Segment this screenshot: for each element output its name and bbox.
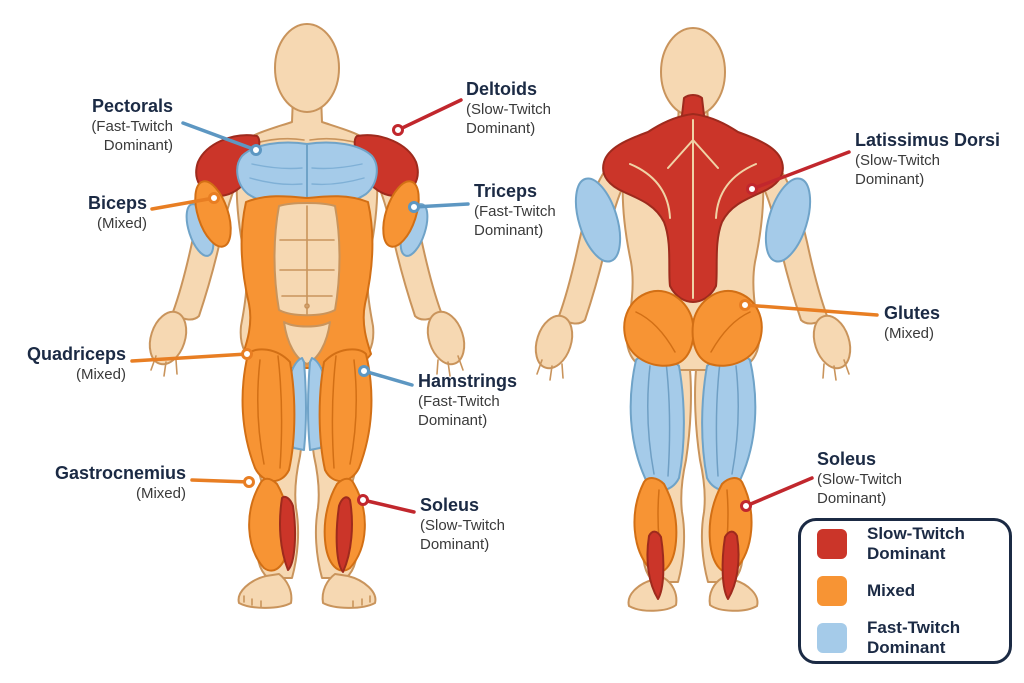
soleus-muscles-back bbox=[646, 530, 740, 600]
annotation-subtitle: (Mixed) bbox=[75, 366, 126, 383]
annotation-title: Gastrocnemius bbox=[54, 463, 186, 483]
annotation-subtitle: (Mixed) bbox=[884, 325, 935, 342]
annotation-biceps: Biceps (Mixed) bbox=[57, 193, 147, 233]
pectoral-muscles bbox=[236, 141, 378, 206]
abdomen-obliques bbox=[240, 195, 374, 370]
annotation-title: Deltoids bbox=[466, 79, 538, 99]
legend-swatch-slow-twitch bbox=[817, 529, 847, 559]
legend-item-slow-twitch: Slow-Twitch Dominant bbox=[817, 524, 993, 564]
back-body-illustration bbox=[534, 27, 858, 612]
annotation-triceps: Triceps (Fast-Twitch Dominant) bbox=[474, 181, 594, 240]
annotation-subtitle: (Slow-Twitch Dominant) bbox=[466, 101, 552, 137]
glute-muscles bbox=[623, 289, 763, 367]
annotation-subtitle: (Mixed) bbox=[96, 215, 147, 232]
annotation-subtitle: (Slow-Twitch Dominant) bbox=[817, 471, 903, 507]
annotation-title: Quadriceps bbox=[26, 344, 126, 364]
annotation-subtitle: (Fast-Twitch Dominant) bbox=[91, 118, 173, 154]
legend-swatch-fast-twitch bbox=[817, 623, 847, 653]
annotation-glutes: Glutes (Mixed) bbox=[884, 303, 984, 343]
annotation-subtitle: (Mixed) bbox=[135, 485, 186, 502]
annotation-subtitle: (Fast-Twitch Dominant) bbox=[474, 203, 556, 239]
annotation-title: Latissimus Dorsi bbox=[855, 130, 1001, 150]
annotation-gastrocnemius: Gastrocnemius (Mixed) bbox=[36, 463, 186, 503]
soleus-muscles-front bbox=[279, 495, 353, 573]
front-head bbox=[274, 23, 340, 113]
legend: Slow-Twitch Dominant Mixed Fast-Twitch D… bbox=[798, 518, 1012, 664]
legend-label-mixed: Mixed bbox=[867, 581, 916, 600]
annotation-deltoids: Deltoids (Slow-Twitch Dominant) bbox=[466, 79, 586, 138]
legend-swatch-mixed bbox=[817, 576, 847, 606]
annotation-pectorals: Pectorals (Fast-Twitch Dominant) bbox=[33, 96, 173, 155]
annotation-title: Hamstrings bbox=[418, 371, 518, 391]
annotation-latissimus-dorsi: Latissimus Dorsi (Slow-Twitch Dominant) bbox=[855, 130, 1015, 189]
legend-label-slow-twitch: Slow-Twitch Dominant bbox=[867, 524, 965, 563]
legend-item-mixed: Mixed bbox=[817, 576, 993, 606]
annotation-subtitle: (Slow-Twitch Dominant) bbox=[855, 152, 941, 188]
legend-item-fast-twitch: Fast-Twitch Dominant bbox=[817, 618, 993, 658]
annotation-title: Glutes bbox=[884, 303, 941, 323]
triceps-muscles-back bbox=[574, 172, 820, 268]
quadriceps-muscles bbox=[241, 348, 373, 483]
annotation-title: Soleus bbox=[817, 449, 877, 469]
annotation-hamstrings: Hamstrings (Fast-Twitch Dominant) bbox=[418, 371, 548, 430]
annotation-subtitle: (Fast-Twitch Dominant) bbox=[418, 393, 500, 429]
annotation-title: Pectorals bbox=[91, 96, 173, 116]
annotation-soleus-back: Soleus (Slow-Twitch Dominant) bbox=[817, 449, 947, 508]
hamstring-muscles bbox=[629, 353, 757, 491]
annotation-title: Biceps bbox=[87, 193, 147, 213]
legend-label-fast-twitch: Fast-Twitch Dominant bbox=[867, 618, 961, 657]
annotation-title: Triceps bbox=[474, 181, 538, 201]
annotation-soleus-front: Soleus (Slow-Twitch Dominant) bbox=[420, 495, 540, 554]
annotation-title: Soleus bbox=[420, 495, 480, 515]
annotation-quadriceps: Quadriceps (Mixed) bbox=[16, 344, 126, 384]
annotation-subtitle: (Slow-Twitch Dominant) bbox=[420, 517, 506, 553]
